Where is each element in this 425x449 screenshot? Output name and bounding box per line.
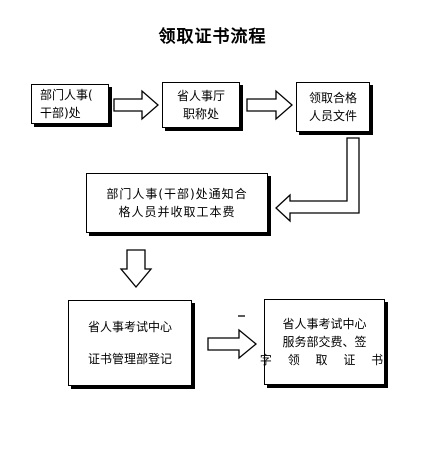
arrow-step5-to-step6 [207,328,258,360]
step-text-line: 职称处 [182,107,219,121]
step-text-line: 证书管理部登记 [87,352,172,366]
step-text-line: 省人事考试中心 [282,317,367,331]
step-department-hr: 部门人事( 干部)处 [31,84,109,124]
step-certificate-registration: 省人事考试中心 证书管理部登记 [68,300,192,386]
step-text-line: 字 领 取 证 书 [259,353,390,367]
step-text-line: 省人事考试中心 [87,320,172,334]
diagram-title: 领取证书流程 [158,27,267,47]
step-collect-qualified-list: 领取合格 人员文件 [296,82,370,132]
arrow-step4-to-step5 [119,249,153,289]
step-text-line: 服务部交费、签 [282,335,367,349]
step-text-line: 人员文件 [308,109,357,123]
step-pay-sign-collect: 省人事考试中心 服务部交费、签 字 领 取 证 书 [260,299,385,385]
step-text-line: 格人员并收取工本费 [118,205,236,219]
step-text-line: 干部)处 [40,106,81,120]
step-text-line: 部门人事( [40,88,93,102]
arrow-step3-to-step4 [275,137,360,223]
step-text-line: 领取合格 [308,91,357,105]
step-text-line: 部门人事(干部)处通知合 [106,187,248,201]
step-notify-and-collect-fee: 部门人事(干部)处通知合 格人员并收取工本费 [86,173,268,233]
arrow-step1-to-step2 [113,89,159,121]
step-text-line: 省人事厅 [176,89,225,103]
step-provincial-title-office: 省人事厅 职称处 [162,82,240,128]
arrow-step2-to-step3 [246,89,293,121]
